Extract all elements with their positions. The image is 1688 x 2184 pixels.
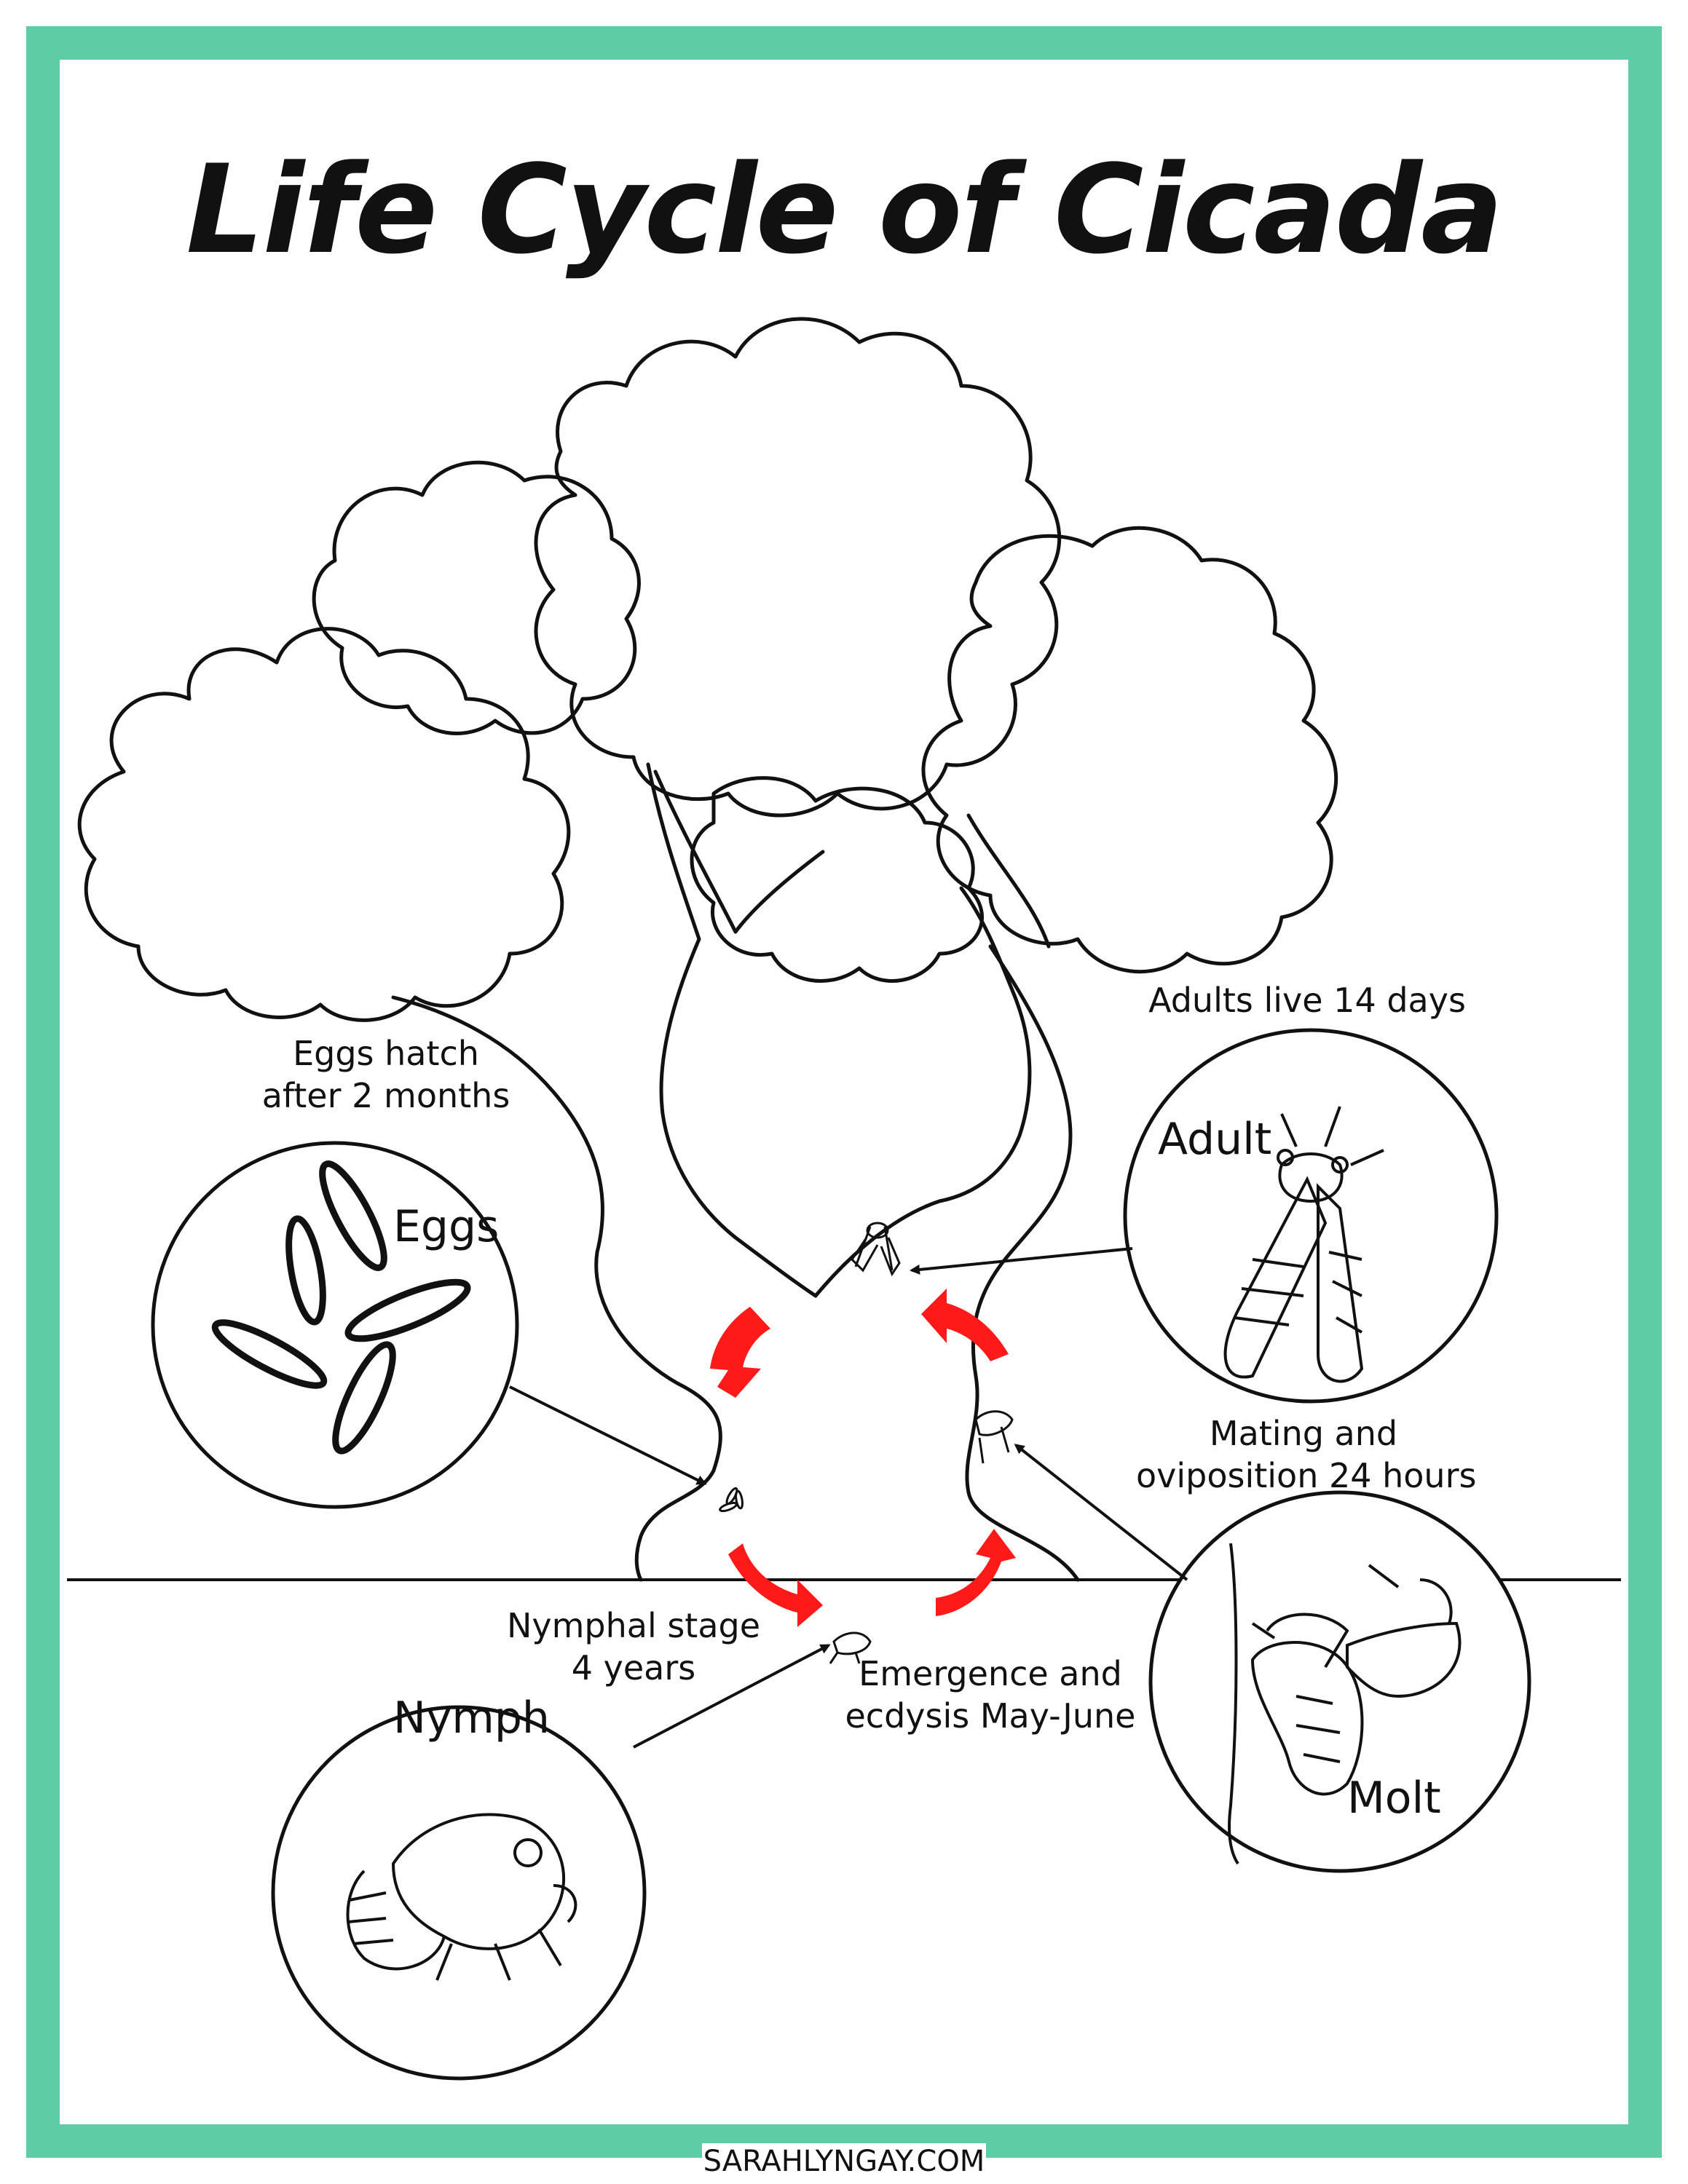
pointer-arrows [509,1247,1188,1749]
nymph-stage-label: Nymph [393,1693,550,1744]
eggs-caption: Eggs hatch after 2 months [240,1032,532,1117]
molt-illustration [1228,1543,1462,1865]
adult-caption: Adults live 14 days [1136,979,1478,1021]
eggs-circle [151,1141,519,1509]
nymph-circle [271,1705,647,2081]
trunk-eggs-marker [719,1487,744,1513]
mating-caption-line-1: Mating and [1209,1414,1398,1453]
cycle-arrow-top-left [710,1307,770,1398]
nymph-caption-line-2: 4 years [571,1648,696,1688]
mating-caption-line-2: oviposition 24 hours [1136,1456,1477,1495]
eggs-caption-line-2: after 2 months [261,1076,510,1115]
adult-cicada-illustration [1223,1106,1384,1383]
cycle-arrow-bottom-left [728,1543,823,1627]
trunk-stage-markers [719,1222,1014,1664]
pointer-adult [910,1247,1133,1275]
tree-foliage-right [921,526,1338,974]
eggs-illustration [211,1160,471,1455]
trunk-molt-marker [974,1410,1014,1464]
footer-site: SARAHLYNGAY.COM [702,2143,986,2180]
molt-circle [1148,1490,1531,1873]
tree-trunk-left [391,995,722,1582]
tree-trunk-inner [646,762,1032,1298]
tree-branch-left [653,769,825,934]
molt-stage-label: Molt [1347,1773,1441,1824]
tree-foliage-left [77,627,571,1022]
cycle-arrow-top-right [921,1289,1009,1361]
mating-caption: Mating and oviposition 24 hours [1136,1412,1477,1497]
emergence-caption: Emergence and ecdysis May-June [837,1653,1143,1737]
nymph-illustration [346,1813,577,1981]
cycle-arrows [710,1289,1016,1627]
tree-foliage-middle [690,776,984,983]
page-title: Life Cycle of Cicada [186,138,1503,281]
cycle-arrow-bottom-right [936,1529,1016,1616]
emergence-caption-line-2: ecdysis May-June [845,1696,1136,1736]
nymph-caption-line-1: Nymphal stage [506,1606,761,1645]
eggs-caption-line-1: Eggs hatch [293,1034,479,1073]
eggs-stage-label: Eggs [393,1201,500,1252]
pointer-eggs [509,1385,707,1485]
adult-caption-line-1: Adults live 14 days [1148,981,1466,1020]
adult-stage-label: Adult [1158,1114,1272,1165]
pointer-molt [1014,1444,1188,1581]
adult-circle [1123,1028,1499,1404]
ground-nymph-marker [829,1631,872,1664]
tree-foliage-top [534,317,1062,818]
emergence-caption-line-1: Emergence and [859,1654,1122,1693]
tree-foliage-top-left [312,460,641,735]
page-border [26,26,1662,2158]
tree-trunk-right [965,944,1080,1582]
nymph-caption: Nymphal stage 4 years [495,1605,772,1689]
pointer-nymph [633,1644,831,1749]
tree [77,317,1338,1582]
tree-branch-right [966,813,1051,949]
trunk-adult-marker [851,1222,901,1277]
